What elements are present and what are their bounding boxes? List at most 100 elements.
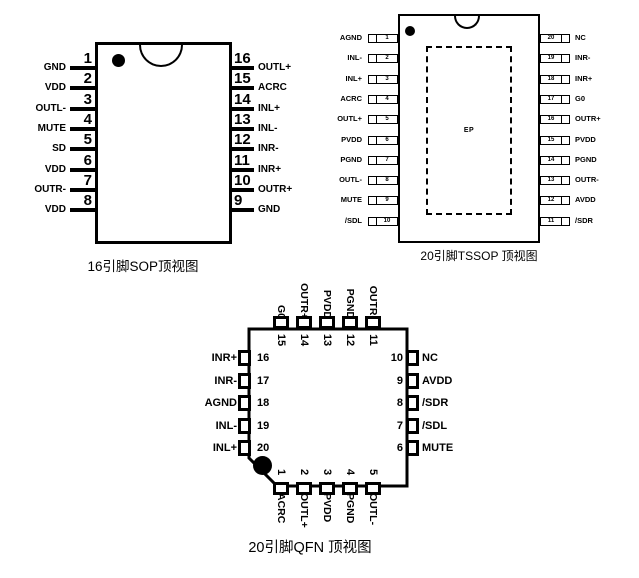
- sop-left-pin-lead: [70, 66, 95, 70]
- tssop-right-pin-number: 12: [547, 197, 555, 203]
- qfn-top-pin-number: 12: [344, 333, 356, 347]
- sop-right-pin-number: 10: [234, 172, 251, 189]
- tssop-right-pin-number: 17: [547, 96, 555, 102]
- tssop-left-pin-number: 2: [385, 55, 389, 61]
- sop-left-pin-number: 7: [83, 172, 92, 189]
- tssop-right-pin-label: PGND: [575, 155, 597, 164]
- sop-right-pin-lead: [231, 86, 254, 90]
- tssop-right-pin-label: OUTR-: [575, 175, 599, 184]
- tssop-left-pin: 7: [368, 156, 398, 165]
- qfn-bottom-pin-stub: [273, 482, 289, 495]
- qfn-top-pin-stub: [319, 316, 335, 329]
- qfn-bottom-pin-stub: [319, 482, 335, 495]
- qfn-right-pin-label: MUTE: [422, 442, 454, 454]
- qfn-caption: 20引脚QFN 顶视图: [248, 540, 372, 556]
- tssop-right-pin: 17: [540, 95, 570, 104]
- qfn-right-pin-stub: [406, 373, 419, 389]
- tssop-left-pin-label: MUTE: [340, 195, 362, 204]
- tssop-pin-outer-cell: [369, 76, 377, 83]
- tssop-right-pin-number: 19: [547, 55, 555, 61]
- tssop-right-pin-number: 15: [547, 137, 555, 143]
- tssop-left-pin-number: 8: [385, 177, 389, 183]
- qfn-top-pin-label: PGND: [344, 288, 356, 319]
- sop-left-pin-number: 3: [83, 91, 92, 108]
- qfn-left-pin-number: 20: [257, 442, 270, 454]
- qfn-left-pin-stub: [238, 350, 251, 366]
- qfn-right-pin-number: 6: [396, 442, 403, 454]
- qfn-right-pin-number: 8: [396, 397, 403, 409]
- tssop-exposed-pad: EP: [426, 46, 512, 215]
- qfn-top-pin-number: 13: [321, 333, 333, 347]
- tssop-right-pin-label: AVDD: [575, 195, 596, 204]
- qfn-bottom-pin-number: 3: [321, 468, 333, 476]
- qfn-top-pin-label: PVDD: [321, 289, 333, 319]
- tssop-left-pin-label: OUTL+: [337, 114, 362, 123]
- tssop-pin-outer-cell: [561, 197, 569, 204]
- qfn-top-pin-label: G0: [275, 304, 287, 319]
- qfn-bottom-pin-label: OUTL+: [298, 493, 310, 528]
- qfn-left-pin-label: INR-: [214, 375, 237, 387]
- tssop-left-pin: 3: [368, 75, 398, 84]
- tssop-right-pin-number: 20: [547, 35, 555, 41]
- tssop-right-pin: 13: [540, 176, 570, 185]
- tssop-pin-outer-cell: [561, 177, 569, 184]
- qfn-right-pin-number: 7: [396, 420, 403, 432]
- sop-left-pin-label: GND: [43, 62, 66, 73]
- tssop-pin-outer-cell: [369, 55, 377, 62]
- tssop-left-pin: 6: [368, 136, 398, 145]
- tssop-left-pin-number: 6: [385, 137, 389, 143]
- tssop-left-pin: 10: [368, 217, 398, 226]
- tssop-right-pin-number: 11: [547, 218, 555, 224]
- tssop-pin-outer-cell: [561, 96, 569, 103]
- sop-right-pin-lead: [231, 208, 254, 212]
- tssop-pin-outer-cell: [369, 177, 377, 184]
- tssop-pin-outer-cell: [369, 116, 377, 123]
- tssop-pin-outer-cell: [561, 35, 569, 42]
- qfn-bottom-pin-label: ACRC: [275, 493, 287, 524]
- tssop-left-pin-label: AGND: [339, 33, 362, 42]
- qfn-bottom-pin-number: 1: [275, 468, 287, 476]
- sop-left-pin-label: VDD: [44, 204, 66, 215]
- sop-left-pin-lead: [70, 127, 95, 131]
- qfn-pin1-dot-icon: [253, 456, 272, 475]
- qfn-right-pin-stub: [406, 440, 419, 456]
- tssop-left-pin-label: /SDL: [344, 216, 362, 225]
- tssop-right-pin-number: 16: [547, 116, 555, 122]
- sop-left-pin-label: OUTL-: [35, 103, 66, 114]
- tssop-pin-outer-cell: [369, 197, 377, 204]
- tssop-right-pin: 19: [540, 54, 570, 63]
- tssop-right-pin-number: 13: [547, 177, 555, 183]
- tssop-right-pin-label: OUTR+: [575, 114, 601, 123]
- sop-right-pin-label: INL-: [258, 123, 278, 134]
- tssop-chip-body: [398, 14, 540, 243]
- sop-left-pin-label: VDD: [44, 164, 66, 175]
- qfn-right-pin-label: NC: [422, 352, 438, 364]
- tssop-pin-outer-cell: [561, 116, 569, 123]
- sop-right-pin-number: 11: [234, 152, 250, 169]
- sop-right-pin-number: 9: [234, 192, 243, 209]
- tssop-left-pin-number: 10: [383, 218, 391, 224]
- qfn-bottom-pin-number: 5: [367, 468, 379, 476]
- tssop-right-pin: 15: [540, 136, 570, 145]
- tssop-left-pin-label: OUTL-: [339, 175, 362, 184]
- sop-left-pin-number: 8: [83, 192, 92, 209]
- qfn-right-pin-stub: [406, 350, 419, 366]
- tssop-left-pin-number: 7: [385, 157, 389, 163]
- tssop-pin-outer-cell: [369, 96, 377, 103]
- qfn-right-pin-stub: [406, 418, 419, 434]
- tssop-pin-outer-cell: [561, 137, 569, 144]
- tssop-pin-outer-cell: [369, 35, 377, 42]
- qfn-bottom-pin-number: 2: [298, 468, 310, 476]
- tssop-left-pin: 8: [368, 176, 398, 185]
- sop-right-pin-lead: [231, 107, 254, 111]
- sop-right-pin-label: INR+: [258, 164, 282, 175]
- sop-right-pin-lead: [231, 168, 254, 172]
- sop-left-pin-label: MUTE: [37, 123, 66, 134]
- sop-left-pin-number: 4: [83, 111, 92, 128]
- sop-right-pin-number: 13: [234, 111, 251, 128]
- qfn-bottom-pin-label: PVDD: [321, 493, 333, 523]
- sop-right-pin-label: INR-: [258, 143, 279, 154]
- tssop-left-pin: 9: [368, 196, 398, 205]
